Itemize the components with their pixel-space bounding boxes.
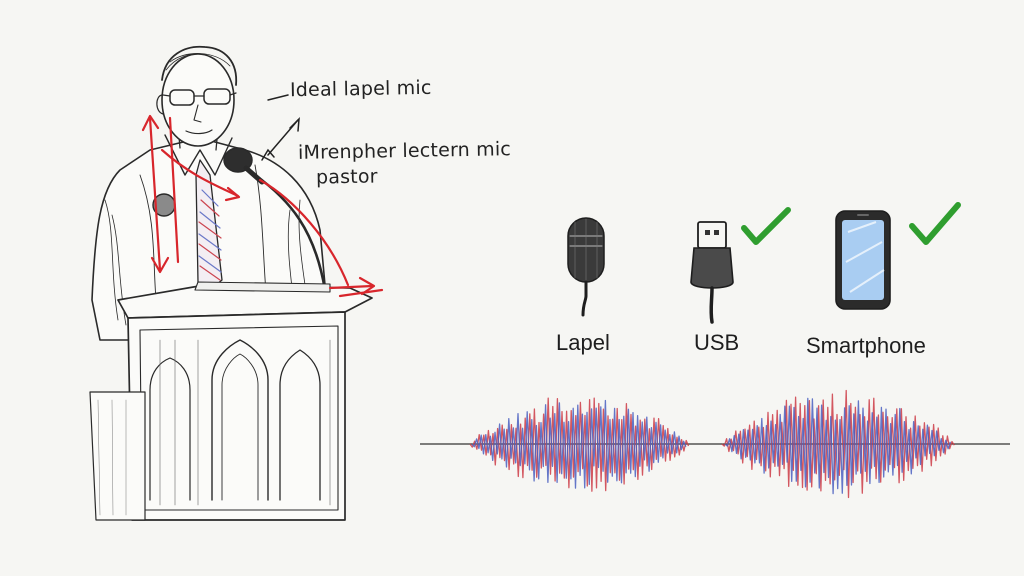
usb-checkmark-icon xyxy=(741,207,791,245)
device-label-usb: USB xyxy=(694,330,740,355)
lectern-mic-annotation: iMrenpher lectern mic xyxy=(297,138,512,164)
waveform-stroke xyxy=(471,399,687,489)
smartphone-icon xyxy=(835,210,891,310)
waveform-stroke xyxy=(724,397,952,495)
lapel-mic-annotation: Ideal lapel mic xyxy=(289,76,432,102)
waveform-stroke xyxy=(721,389,955,499)
device-label-lapel: Lapel xyxy=(556,330,610,355)
device-label-smartphone: Smartphone xyxy=(806,333,926,358)
red-annotation-arrows xyxy=(141,114,384,298)
smartphone-checkmark-icon xyxy=(909,202,961,245)
pastor-at-lectern-sketch xyxy=(89,45,373,521)
lapel-microphone-icon xyxy=(567,217,605,317)
pointer-arrows xyxy=(261,94,300,161)
pastor-annotation: pastor xyxy=(315,165,378,189)
audio-waveforms xyxy=(469,389,955,499)
usb-plug-icon xyxy=(690,221,734,324)
